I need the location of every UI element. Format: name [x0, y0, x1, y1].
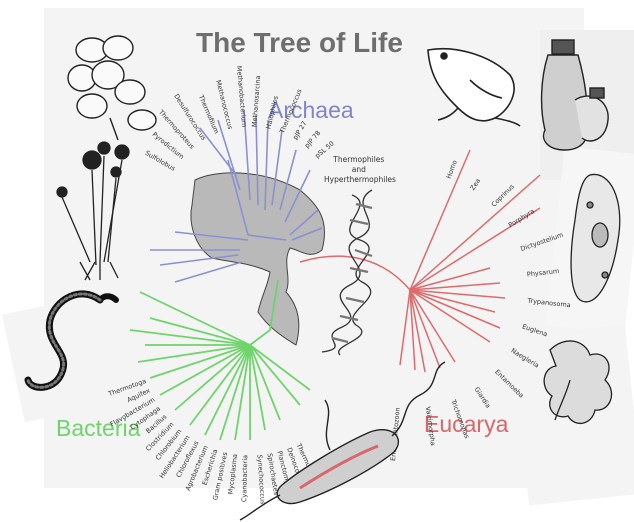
archaea-label: Archaea — [268, 97, 354, 123]
annotation-line: and — [352, 165, 366, 174]
page-title: The Tree of Life — [196, 27, 403, 58]
bacteria-leaf-label: Cyanobacteria — [240, 455, 249, 502]
annotation-line: Hyperthermophiles — [324, 175, 396, 184]
annotation-line: Thermophiles — [332, 155, 384, 164]
